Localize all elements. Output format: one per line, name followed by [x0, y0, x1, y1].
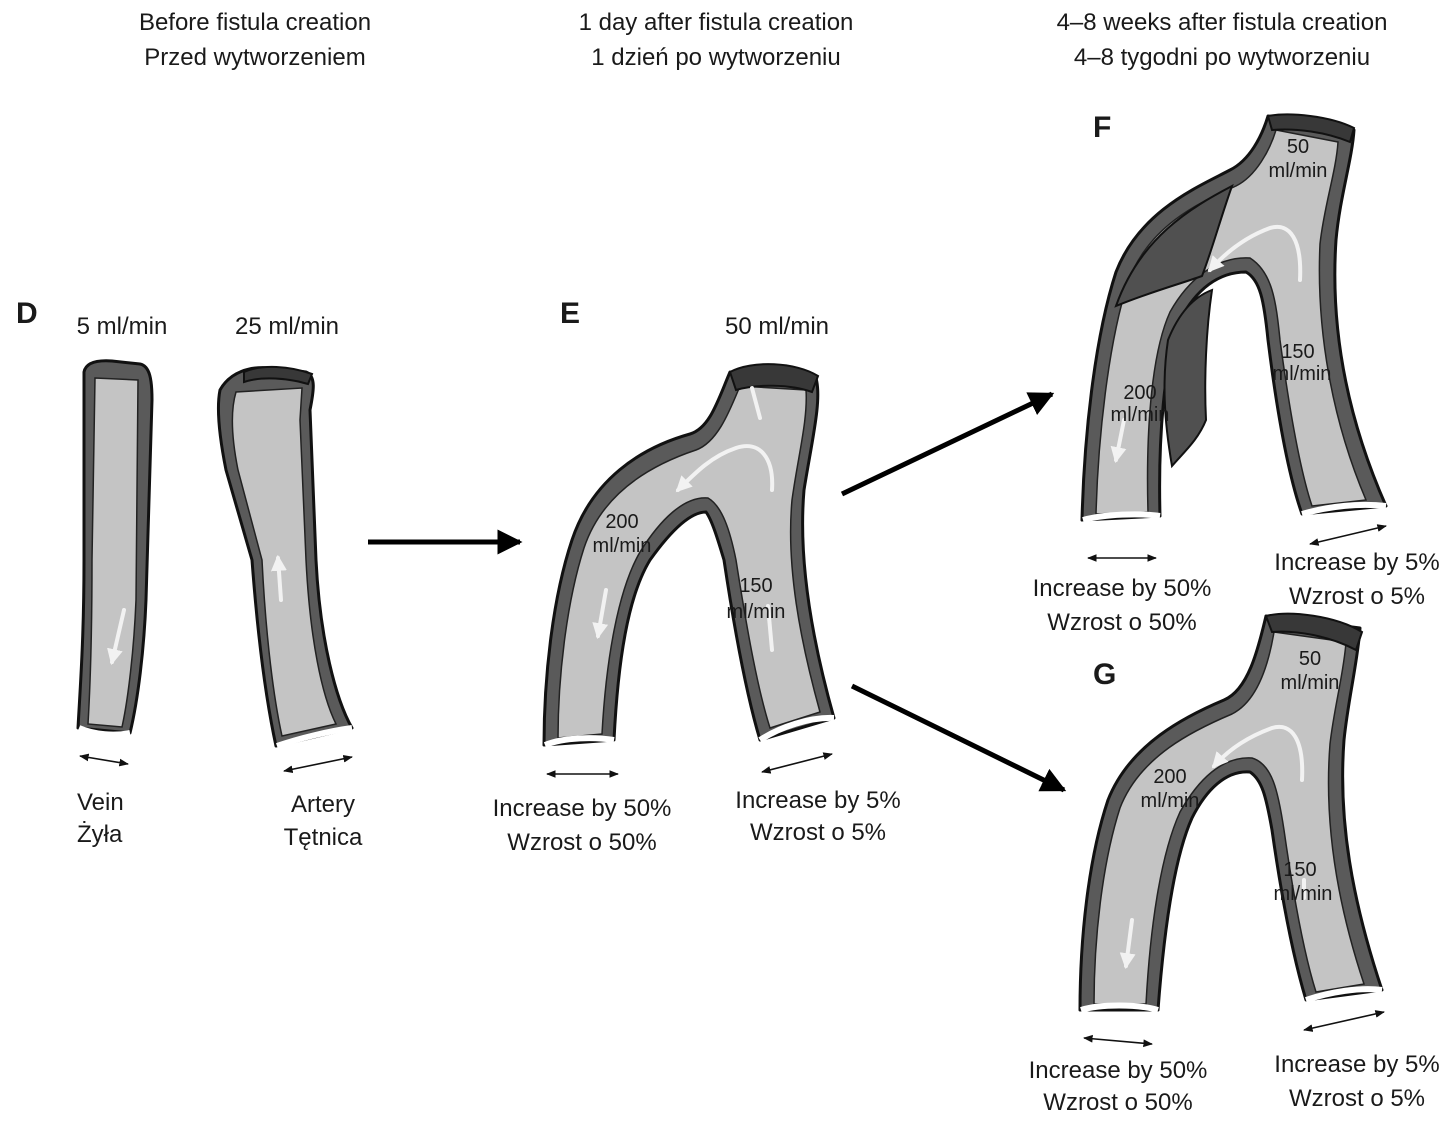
panel-g-vein-diameter-arrow — [1084, 1038, 1152, 1044]
panel-d-artery — [218, 367, 352, 746]
panel-g-vein-flow-unit: ml/min — [1141, 790, 1200, 812]
panel-d-letter: D — [16, 297, 38, 330]
panel-g-vein-change-en: Increase by 50% — [1029, 1057, 1208, 1084]
panel-g-artery-change-pl: Wzrost o 5% — [1289, 1085, 1425, 1112]
panel-f-artery-change-en: Increase by 5% — [1274, 549, 1439, 576]
header-before-en: Before fistula creation — [139, 9, 371, 36]
panel-f-vein-flow-unit: ml/min — [1111, 404, 1170, 426]
panel-d-artery-diameter-arrow — [284, 757, 352, 771]
panel-e-artery-diameter-arrow — [762, 754, 832, 772]
panel-f-artery-flow-unit: ml/min — [1273, 363, 1332, 385]
panel-g-vein-change-pl: Wzrost o 50% — [1043, 1089, 1192, 1116]
panel-g-vein-flow-value: 200 — [1153, 766, 1186, 788]
panel-f-top-flow-value: 50 — [1287, 136, 1309, 158]
panel-f-top-flow-unit: ml/min — [1269, 160, 1328, 182]
panel-f-vein-flow-value: 200 — [1123, 382, 1156, 404]
panel-f-letter: F — [1093, 111, 1111, 144]
panel-e-vein-change-en: Increase by 50% — [493, 795, 672, 822]
panel-e-vein-flow-unit: ml/min — [593, 535, 652, 557]
header-before: Before fistula creation Przed wytworzeni… — [139, 9, 371, 71]
panel-d-vein-label-en: Vein — [77, 789, 124, 816]
panel-f-vein-change-pl: Wzrost o 50% — [1047, 609, 1196, 636]
header-weeks-en: 4–8 weeks after fistula creation — [1057, 9, 1388, 36]
header-day1-pl: 1 dzień po wytworzeniu — [591, 44, 840, 71]
panel-f-artery-change-pl: Wzrost o 5% — [1289, 583, 1425, 610]
panel-d-vein — [78, 361, 152, 735]
header-weeks-pl: 4–8 tygodni po wytworzeniu — [1074, 44, 1370, 71]
panel-g-letter: G — [1093, 658, 1116, 691]
arrow-e-to-g — [852, 686, 1064, 790]
panel-e-artery-flow-unit: ml/min — [727, 601, 786, 623]
panel-e: E 50 ml/min 200 ml/min 150 ml/min Increa… — [493, 297, 901, 856]
panel-e-top-flow: 50 ml/min — [725, 313, 829, 340]
panel-g-artery-diameter-arrow — [1304, 1012, 1384, 1030]
panel-g-top-flow-unit: ml/min — [1281, 672, 1340, 694]
panel-d-artery-label-pl: Tętnica — [284, 824, 363, 851]
panel-g-artery-change-en: Increase by 5% — [1274, 1051, 1439, 1078]
arrow-e-to-f — [842, 394, 1052, 494]
panel-d-vein-label-pl: Żyła — [77, 821, 123, 848]
panel-d-vein-flow: 5 ml/min — [77, 313, 168, 340]
header-day1-en: 1 day after fistula creation — [579, 9, 854, 36]
panel-e-artery-change-pl: Wzrost o 5% — [750, 819, 886, 846]
panel-f-artery-diameter-arrow — [1310, 526, 1386, 544]
panel-g-top-flow-value: 50 — [1299, 648, 1321, 670]
panel-g-artery-flow-value: 150 — [1283, 859, 1316, 881]
panel-e-vein-flow-value: 200 — [605, 511, 638, 533]
panel-e-vein-change-pl: Wzrost o 50% — [507, 829, 656, 856]
header-day1: 1 day after fistula creation 1 dzień po … — [579, 9, 854, 71]
panel-e-fistula — [544, 364, 834, 745]
panel-d-artery-flow: 25 ml/min — [235, 313, 339, 340]
panel-d-artery-label-en: Artery — [291, 791, 355, 818]
panel-f: F 50 ml/min 200 ml/min 150 ml/min Increa… — [1033, 111, 1440, 636]
panel-e-letter: E — [560, 297, 580, 330]
panel-f-artery-flow-value: 150 — [1281, 341, 1314, 363]
panel-e-artery-change-en: Increase by 5% — [735, 787, 900, 814]
panel-f-vein-change-en: Increase by 50% — [1033, 575, 1212, 602]
header-weeks: 4–8 weeks after fistula creation 4–8 tyg… — [1057, 9, 1388, 71]
panel-f-fistula — [1082, 115, 1386, 521]
panel-g-artery-flow-unit: ml/min — [1274, 883, 1333, 905]
panel-g: G 50 ml/min 200 ml/min 150 ml/min Increa… — [1029, 614, 1440, 1116]
header-before-pl: Przed wytworzeniem — [144, 44, 365, 71]
panel-e-artery-flow-value: 150 — [739, 575, 772, 597]
panel-d-vein-diameter-arrow — [80, 756, 128, 764]
panel-d: D 5 ml/min 25 ml/min Vein Żyła Artery Tę… — [16, 297, 363, 851]
